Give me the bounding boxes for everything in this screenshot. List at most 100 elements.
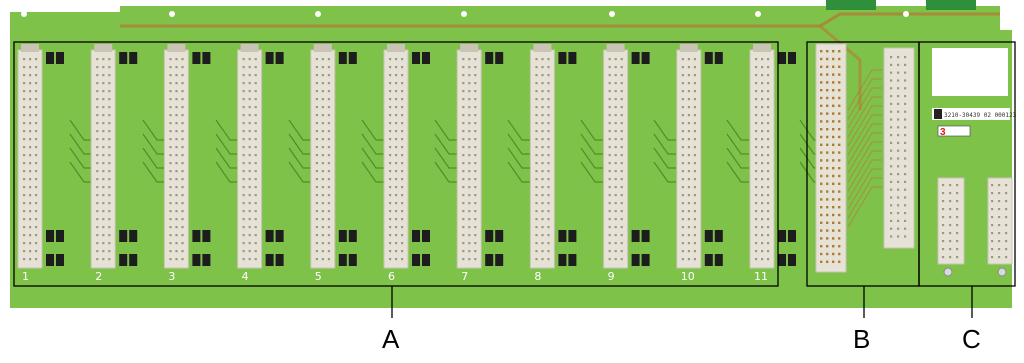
slot-connector-cap: [460, 44, 479, 52]
connector-pin: [254, 90, 257, 93]
connector-pin: [395, 226, 398, 229]
power-pin: [998, 240, 1001, 243]
connector-pin: [474, 218, 477, 221]
cpu-pin: [838, 112, 841, 115]
power-pin: [1005, 200, 1008, 203]
fanout-trace: [847, 87, 882, 129]
connector-pin: [395, 162, 398, 165]
connector-pin: [395, 98, 398, 101]
pcb-trace: [361, 147, 384, 169]
callout-a: A: [382, 324, 400, 354]
connector-pin: [321, 122, 324, 125]
cpu-pin: [838, 89, 841, 92]
power-pin: [949, 208, 952, 211]
connector-pin: [687, 202, 690, 205]
connector-pin: [96, 106, 99, 109]
connector-pin: [242, 194, 245, 197]
connector-pin: [327, 90, 330, 93]
pcb-trace: [507, 119, 530, 141]
connector-pin: [389, 66, 392, 69]
slot-number-label: 7: [461, 270, 468, 283]
connector-pin: [608, 258, 611, 261]
connector-pin: [389, 106, 392, 109]
connector-pin: [767, 58, 770, 61]
cpu-pin: [904, 188, 907, 191]
connector-pin: [761, 234, 764, 237]
connector-pin: [242, 210, 245, 213]
cpu-pin: [897, 157, 900, 160]
connector-pin: [541, 98, 544, 101]
connector-pin: [462, 258, 465, 261]
connector-pin: [693, 82, 696, 85]
connector-pin: [693, 122, 696, 125]
pcb-trace: [361, 133, 384, 155]
power-pin: [949, 240, 952, 243]
connector-pin: [321, 90, 324, 93]
slot-connector: [603, 49, 629, 269]
connector-pin: [327, 154, 330, 157]
cpu-pin: [838, 50, 841, 53]
connector-pin: [395, 146, 398, 149]
connector-pin: [462, 250, 465, 253]
connector-pin: [96, 154, 99, 157]
connector-pin: [327, 250, 330, 253]
connector-pin: [755, 106, 758, 109]
connector-pin: [755, 178, 758, 181]
connector-pin: [175, 226, 178, 229]
connector-pin: [547, 170, 550, 173]
pcb-trace: [580, 147, 603, 169]
connector-pin: [755, 194, 758, 197]
connector-pin: [23, 98, 26, 101]
cpu-connector-left-pins: [820, 50, 841, 263]
connector-pin: [315, 90, 318, 93]
connector-pin: [462, 154, 465, 157]
connector-pin: [681, 74, 684, 77]
connector-pin: [102, 90, 105, 93]
connector-pin: [23, 146, 26, 149]
cpu-fanout-traces: [847, 69, 882, 228]
connector-pin: [761, 114, 764, 117]
cpu-pin: [826, 167, 829, 170]
connector-pin: [315, 194, 318, 197]
connector-pin: [681, 66, 684, 69]
connector-pin: [23, 154, 26, 157]
power-pin: [956, 192, 959, 195]
connector-pin: [102, 162, 105, 165]
chip: [495, 254, 504, 266]
connector-pin: [767, 178, 770, 181]
connector-pin: [468, 82, 471, 85]
connector-pin: [102, 58, 105, 61]
connector-pin: [169, 122, 172, 125]
chip: [631, 254, 640, 266]
connector-pin: [108, 90, 111, 93]
connector-pin: [96, 194, 99, 197]
connector-pin: [96, 90, 99, 93]
connector-pin: [327, 234, 330, 237]
pcb-trace: [142, 133, 165, 155]
connector-pin: [614, 122, 617, 125]
chip: [46, 254, 54, 266]
slot-connector-cap: [606, 44, 625, 52]
connector-pin: [468, 226, 471, 229]
fanout-trace: [847, 168, 882, 210]
cpu-pin: [820, 96, 823, 100]
connector-pin: [102, 210, 105, 213]
connector-pin: [315, 162, 318, 165]
connector-pin: [315, 242, 318, 245]
connector-pin: [547, 242, 550, 245]
connector-pin: [29, 138, 32, 141]
pcb-trace: [580, 161, 603, 183]
connector-pin: [242, 146, 245, 149]
connector-pin: [541, 202, 544, 205]
connector-pin: [687, 186, 690, 189]
connector-pin: [29, 114, 32, 117]
connector-pin: [401, 90, 404, 93]
cpu-pin: [904, 173, 907, 176]
connector-pin: [401, 82, 404, 85]
connector-pin: [242, 114, 245, 117]
connector-pin: [35, 114, 38, 117]
cpu-pin: [832, 221, 835, 224]
connector-pin: [321, 194, 324, 197]
power-screw-1: [943, 267, 953, 277]
connector-pin: [248, 250, 251, 253]
